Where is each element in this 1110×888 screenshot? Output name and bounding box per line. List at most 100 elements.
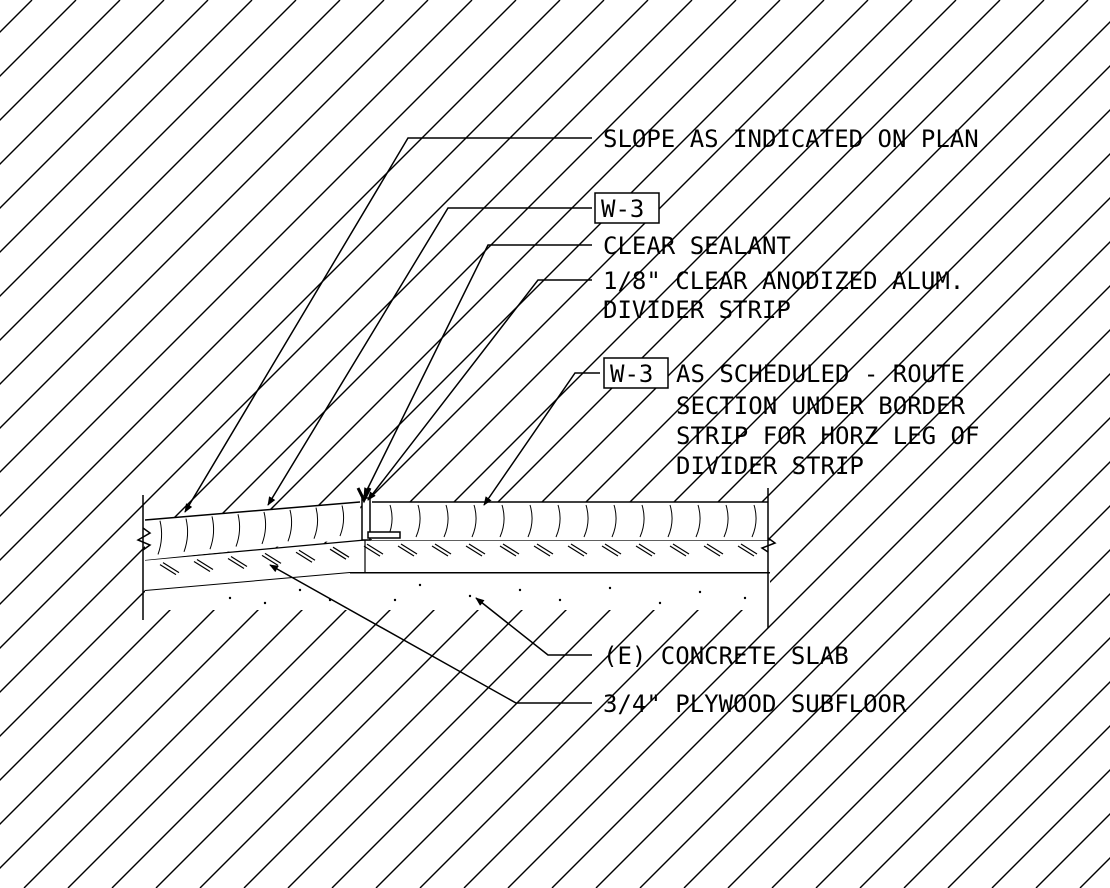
plywood-grain-tick xyxy=(737,545,755,557)
stipple-dot xyxy=(418,583,422,587)
flooring-grain-stroke xyxy=(287,509,293,542)
flooring-grain-stroke xyxy=(183,518,189,553)
flooring-grain-stroke xyxy=(339,505,345,537)
flooring-grain-stroke xyxy=(639,504,645,538)
flooring-right-flat xyxy=(372,501,768,540)
hatch-line xyxy=(0,0,825,825)
flooring-grain-stroke xyxy=(235,514,241,547)
hatch-line xyxy=(111,0,1001,888)
plywood-grain-tick xyxy=(298,549,316,561)
section-break-lines xyxy=(136,488,777,628)
flooring-grain-stroke xyxy=(209,516,215,550)
plywood-grain-tick xyxy=(536,543,554,555)
flooring-grain-left xyxy=(157,505,345,555)
plywood-grain-tick xyxy=(230,555,248,567)
plywood-grain-tick xyxy=(499,545,517,557)
plywood-grain-tick xyxy=(567,545,585,557)
stipple-dot xyxy=(743,596,747,600)
flooring-grain-stroke xyxy=(443,504,449,538)
hatch-line xyxy=(771,549,1110,888)
plywood-grain-tick xyxy=(366,543,384,555)
hatch-line xyxy=(0,0,429,429)
hatch-line xyxy=(903,681,1110,888)
hatch-line xyxy=(155,0,1045,888)
hatch-line xyxy=(0,0,165,165)
plywood-grain-tick xyxy=(706,543,724,555)
label-scheduled-line1: AS SCHEDULED - ROUTE xyxy=(676,360,965,388)
plywood-grain-tick xyxy=(669,545,687,557)
stipple-dot xyxy=(698,590,702,594)
hatch-line xyxy=(0,0,297,297)
label-concrete-slab: (E) CONCRETE SLAB xyxy=(603,642,849,670)
stipple-dot xyxy=(658,601,662,605)
label-scheduled-line2: SECTION UNDER BORDER xyxy=(676,392,966,420)
flooring-grain-stroke xyxy=(723,504,729,538)
plywood-grain-tick xyxy=(502,543,520,555)
label-clear-sealant: CLEAR SEALANT xyxy=(603,232,791,260)
hatch-line xyxy=(0,0,473,473)
annotations: SLOPE AS INDICATED ON PLAN W-3 CLEAR SEA… xyxy=(601,125,979,718)
hatch-line xyxy=(375,153,1110,888)
plywood-grain-hatch xyxy=(159,543,758,576)
label-plywood-subfloor: 3/4" PLYWOOD SUBFLOOR xyxy=(603,690,907,718)
stipple-dot xyxy=(518,588,522,592)
hatch-line xyxy=(551,329,1110,888)
stipple-dot xyxy=(263,601,267,605)
hatch-line xyxy=(0,0,121,121)
leader-slope xyxy=(184,137,592,513)
plywood-grain-tick xyxy=(332,546,350,558)
hatch-line xyxy=(639,417,1110,888)
leader-plywood xyxy=(269,564,592,704)
tag-box-top xyxy=(594,192,660,224)
hatch-line xyxy=(0,0,605,605)
hatch-line xyxy=(1035,813,1110,888)
stipple-dot xyxy=(228,596,232,600)
flooring-grain-stroke xyxy=(415,504,421,538)
plywood-grain-tick xyxy=(468,543,486,555)
hatch-line xyxy=(0,0,385,385)
leader-w3-mid xyxy=(483,372,600,506)
leader-divider xyxy=(367,279,592,501)
plywood-grain-tick xyxy=(329,548,347,560)
tag-w3-mid: W-3 xyxy=(610,360,653,388)
flooring-grain-stroke xyxy=(555,504,561,538)
tag-w3-top: W-3 xyxy=(601,195,644,223)
plywood-grain-tick xyxy=(601,545,619,557)
plywood-grain-tick xyxy=(638,543,656,555)
hatch-line xyxy=(199,0,1089,888)
plywood-grain-tick xyxy=(635,545,653,557)
flooring-grain-stroke xyxy=(499,504,505,538)
leader-slab xyxy=(475,597,592,656)
flooring-grain-stroke xyxy=(751,504,757,538)
plywood-grain-tick xyxy=(533,545,551,557)
plywood-grain-tick xyxy=(465,545,483,557)
hatch-line xyxy=(287,65,1110,888)
plywood-grain-tick xyxy=(264,552,282,564)
hatch-line xyxy=(683,461,1110,888)
flooring-grain-stroke xyxy=(261,511,267,545)
leader-w3-top xyxy=(267,207,592,506)
label-divider-line2: DIVIDER STRIP xyxy=(603,296,791,324)
plywood-grain-tick xyxy=(227,557,245,569)
plywood-grain-tick xyxy=(363,545,381,557)
hatch-line xyxy=(947,725,1110,888)
plywood-grain-tick xyxy=(261,554,279,566)
hatch-line xyxy=(859,637,1110,888)
hatch-line xyxy=(0,0,561,561)
leader-sealant xyxy=(363,244,592,497)
hatch-line xyxy=(0,0,253,253)
flooring-grain-stroke xyxy=(527,504,533,538)
hatch-line xyxy=(331,109,1110,888)
hatch-line xyxy=(0,0,341,341)
hatch-line xyxy=(243,21,1110,888)
hatch-line xyxy=(0,0,649,649)
label-slope: SLOPE AS INDICATED ON PLAN xyxy=(603,125,979,153)
hatch-line xyxy=(727,505,1110,888)
plywood-subfloor xyxy=(144,539,770,590)
hatch-line xyxy=(23,0,913,888)
plywood-grain-tick xyxy=(604,543,622,555)
plywood-grain-tick xyxy=(400,543,418,555)
flooring-grain-stroke xyxy=(611,504,617,538)
